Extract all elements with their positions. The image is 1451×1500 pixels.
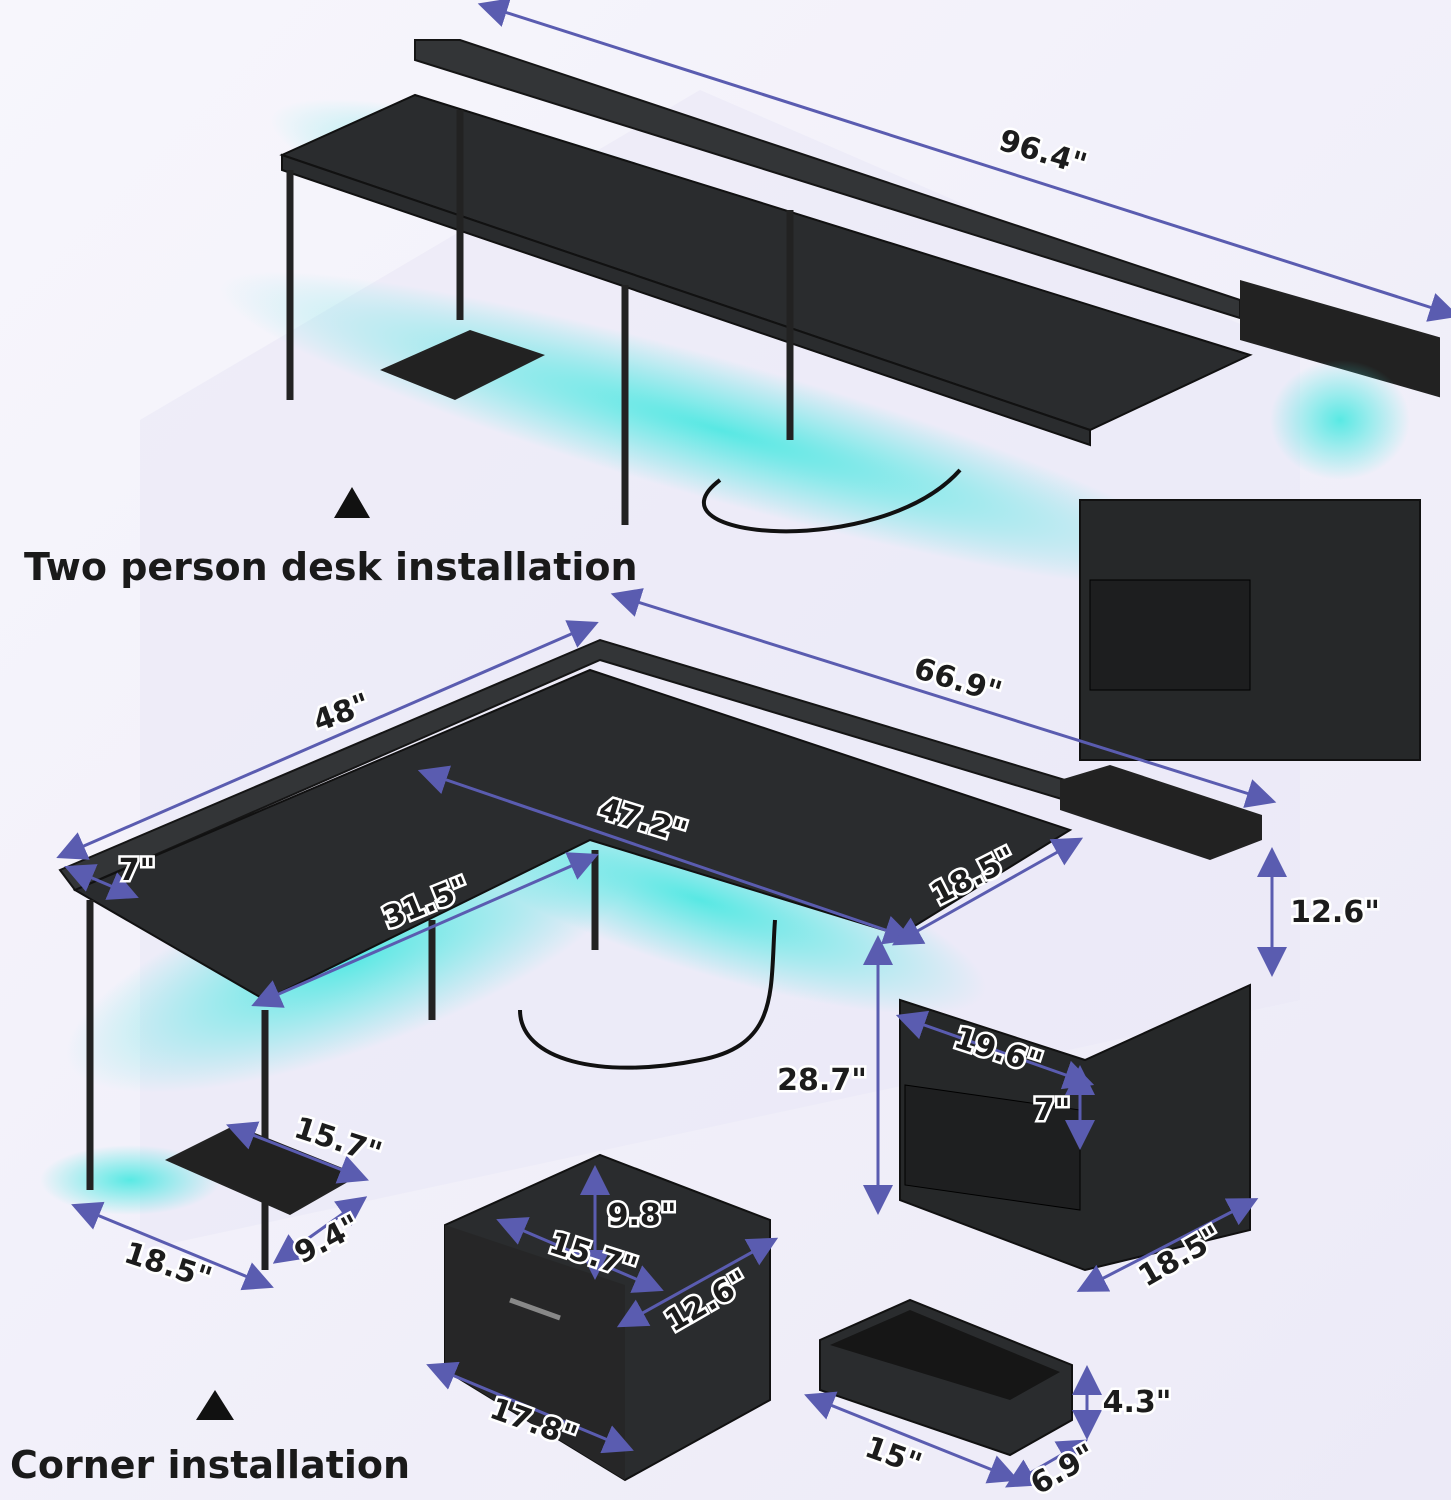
dim-shelf-depth: 7" xyxy=(119,853,156,888)
triangle-marker-icon xyxy=(196,1390,234,1420)
dim-open-shelf: 7" xyxy=(1034,1093,1071,1128)
caption-corner: Corner installation xyxy=(10,1443,410,1487)
dim-desk-height: 28.7" xyxy=(777,1063,867,1098)
triangle-marker-icon xyxy=(334,487,370,518)
dim-shelf-height: 12.6" xyxy=(1290,895,1380,930)
dim-organizer-height: 4.3" xyxy=(1103,1385,1172,1420)
dimension-lines xyxy=(56,0,1451,1488)
caption-two-person: Two person desk installation xyxy=(24,545,638,589)
dim-drawer-height: 9.8" xyxy=(608,1198,677,1233)
